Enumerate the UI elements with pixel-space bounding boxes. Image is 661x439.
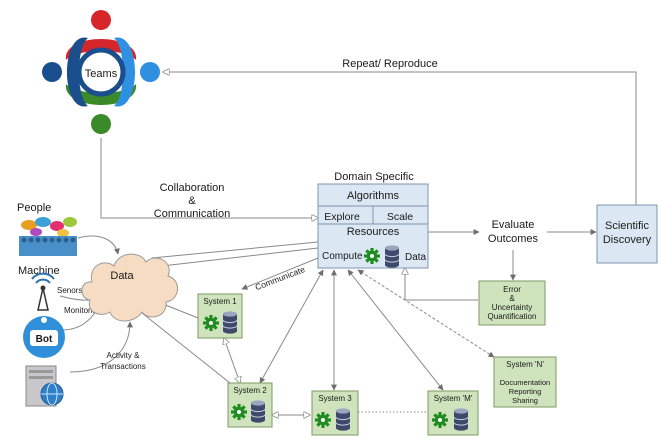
explore-label: Explore	[324, 211, 360, 223]
activity-label-1: Activity &	[107, 351, 141, 360]
system-m-box	[427, 390, 479, 436]
error-feedback-arrow	[405, 268, 478, 301]
data-cloud	[81, 253, 178, 322]
connectors	[59, 72, 637, 415]
system-n-reporting: Reporting	[509, 387, 542, 396]
collaboration-label-1: Collaboration	[160, 182, 225, 194]
teams-logo	[42, 10, 160, 134]
error-box	[478, 280, 546, 326]
domain-database-icon	[384, 244, 400, 269]
bot-icon	[23, 316, 65, 358]
system-m-label: System 'M'	[434, 394, 473, 403]
system-1-database-icon	[222, 310, 238, 335]
sm-domain-arrow	[347, 269, 444, 391]
system-m-database-icon	[453, 407, 469, 432]
system-1-label: System 1	[203, 297, 237, 306]
people-icon	[19, 217, 77, 256]
evaluate-label-2: Outcomes	[488, 233, 539, 245]
collaboration-label-2: &	[188, 195, 196, 207]
compute-label: Compute	[322, 251, 363, 262]
data-cloud-label: Data	[110, 270, 134, 282]
monitoring-label: Monitoring	[64, 306, 101, 315]
discovery-label-2: Discovery	[603, 234, 652, 246]
s1-s2-arrow	[224, 338, 240, 383]
system-2-label: System 2	[233, 386, 267, 395]
system-3-box	[311, 390, 359, 436]
server-curve-arrow	[69, 321, 133, 373]
compute-gear-icon	[364, 248, 380, 264]
system-n-sharing: Sharing	[512, 396, 538, 405]
error-label-3: Uncertainty	[492, 303, 532, 312]
error-label-2: &	[509, 294, 515, 303]
teams-label: Teams	[85, 68, 118, 80]
s2-domain-arrow	[259, 269, 324, 384]
people-label: People	[17, 202, 51, 214]
evaluate-label-1: Evaluate	[492, 219, 535, 231]
algorithms-label: Algorithms	[347, 190, 399, 202]
discovery-box	[596, 204, 658, 264]
server-globe-icon	[25, 365, 64, 407]
antenna-icon	[31, 272, 55, 311]
scale-label: Scale	[387, 211, 413, 223]
cloud-domain-line	[161, 247, 319, 267]
system-3-gear-icon	[315, 412, 331, 428]
system-n-documentation: Documentation	[500, 378, 550, 387]
error-label-1: Error	[503, 285, 521, 294]
system-2-gear-icon	[231, 404, 247, 420]
cloud-system2-line	[141, 312, 231, 384]
senors-label: Senors	[57, 286, 82, 295]
resources-label: Resources	[347, 226, 400, 238]
bot-label: Bot	[36, 334, 53, 345]
activity-label-2: Transactions	[100, 362, 146, 371]
system-1-gear-icon	[203, 315, 219, 331]
collaboration-label-3: Communication	[154, 208, 230, 220]
system-3-label: System 3	[318, 394, 352, 403]
discovery-label-1: Scientific	[605, 220, 650, 232]
system-3-database-icon	[335, 407, 351, 432]
system-2-database-icon	[250, 399, 266, 424]
repeat-arrow	[163, 72, 637, 205]
system-m-gear-icon	[432, 412, 448, 428]
sn-domain-arrow	[357, 269, 495, 358]
people-curve-arrow	[77, 235, 120, 255]
domain-data-label: Data	[405, 252, 427, 263]
system-n-box	[493, 356, 557, 408]
communicate-label: Communicate	[254, 264, 307, 292]
repeat-label: Repeat/ Reproduce	[342, 58, 437, 70]
error-label-4: Quantification	[488, 312, 537, 321]
collaboration-arrow	[100, 138, 318, 218]
cloud-domain-line-2	[151, 241, 319, 259]
domain-title: Domain Specific	[334, 171, 414, 183]
system-n-label: System 'N'	[506, 360, 544, 369]
